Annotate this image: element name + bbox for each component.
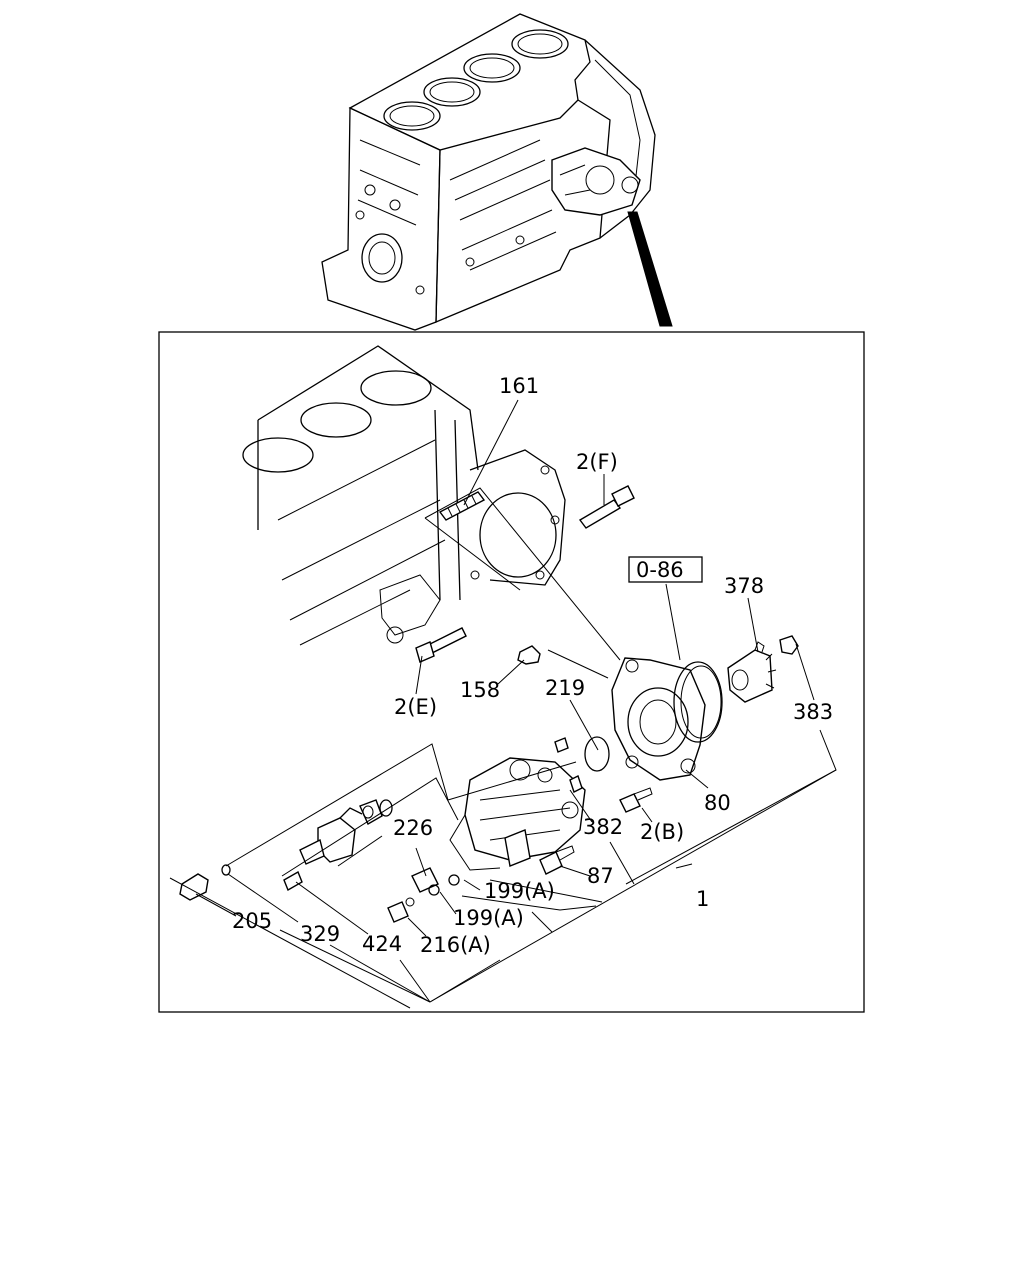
gear-378 (727, 641, 777, 703)
injection-pump-1 (449, 737, 586, 871)
callout-226: 226 (393, 816, 433, 840)
callout-205: 205 (232, 909, 272, 933)
fastener-329 (283, 870, 303, 892)
o-ring-219 (584, 736, 610, 772)
callout-199a-upper: 199(A) (484, 879, 555, 903)
callout-382: 382 (583, 815, 623, 839)
callout-2e: 2(E) (394, 695, 437, 719)
bolt-2e (415, 627, 467, 663)
solenoid-424 (299, 799, 393, 865)
callout-161: 161 (499, 374, 539, 398)
bolt-2b (619, 787, 653, 813)
bolt-216a (387, 897, 415, 923)
nut-383 (779, 635, 799, 655)
callout-383: 383 (793, 700, 833, 724)
callout-1: 1 (696, 887, 709, 911)
callout-216a: 216(A) (420, 933, 491, 957)
leader-lines (169, 399, 837, 1009)
callout-0-86: 0-86 (636, 558, 684, 582)
nut-158 (517, 645, 541, 665)
callout-80: 80 (704, 791, 731, 815)
o-ring-0-86 (673, 661, 723, 743)
callout-329: 329 (300, 922, 340, 946)
callout-424: 424 (362, 932, 402, 956)
washer-199a (428, 874, 460, 896)
callout-219: 219 (545, 676, 585, 700)
stud-161 (438, 491, 486, 521)
bolt-382 (569, 775, 583, 793)
callout-378: 378 (724, 574, 764, 598)
pump-flange-80 (611, 657, 706, 781)
sensor-205 (179, 873, 209, 901)
callout-199a-lower: 199(A) (453, 906, 524, 930)
callout-2b: 2(B) (640, 820, 684, 844)
washer-205 (221, 864, 231, 876)
detail-engine-block (242, 345, 621, 661)
callout-158: 158 (460, 678, 500, 702)
bolt-2f (578, 485, 635, 529)
detail-frame (158, 331, 865, 1013)
callout-2f: 2(F) (576, 450, 618, 474)
callout-box-0-86 (628, 556, 703, 583)
bolt-87 (539, 845, 575, 875)
engine-block-overview (321, 13, 673, 331)
bolt-226 (411, 867, 439, 893)
callout-87: 87 (587, 864, 614, 888)
